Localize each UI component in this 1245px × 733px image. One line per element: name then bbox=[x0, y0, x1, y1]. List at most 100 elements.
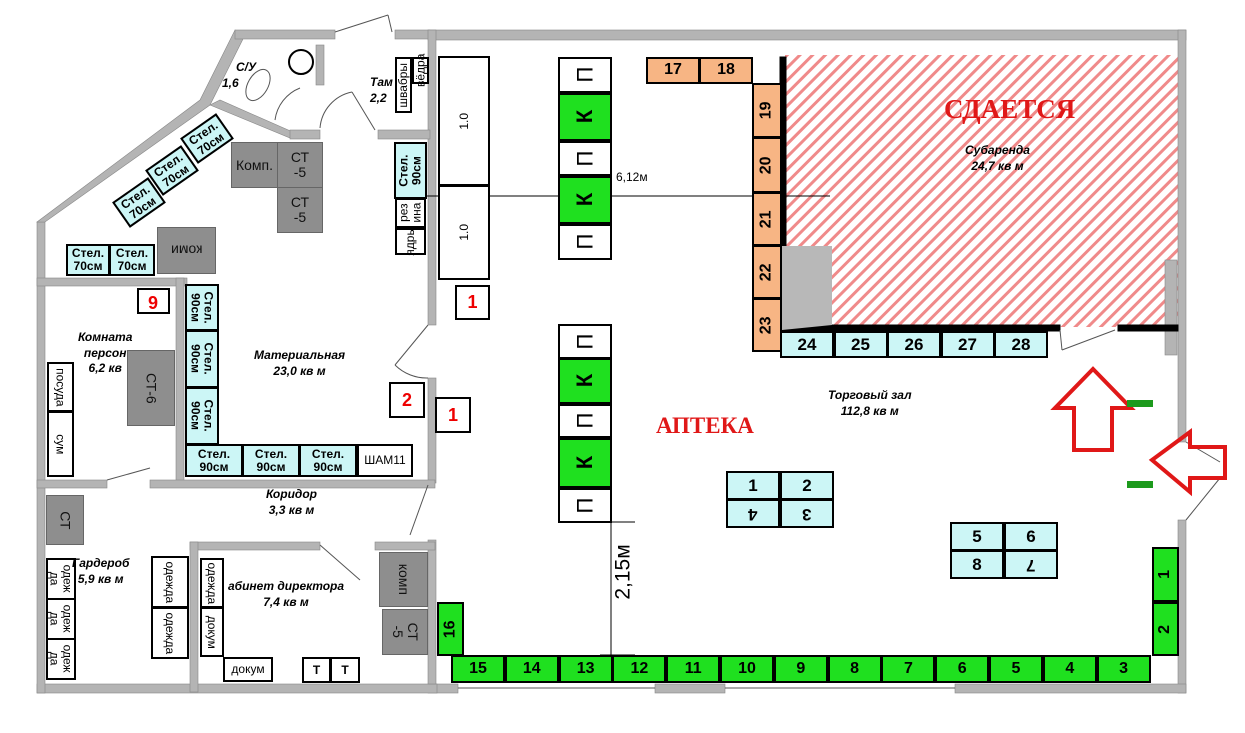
rack-orange: 19 bbox=[752, 83, 782, 138]
storage-mops: швабры bbox=[395, 57, 412, 113]
rack-70cm-label: Стел. 70см bbox=[115, 246, 149, 273]
rack-green-label: 8 bbox=[850, 659, 860, 677]
rack-70cm-label: Стел. 70см bbox=[71, 246, 105, 273]
rack-70cm: Стел. 70см bbox=[66, 244, 110, 276]
counter-shelf-label: П bbox=[572, 150, 598, 167]
island-rack: 3 bbox=[780, 499, 834, 528]
island-rack-label: 2 bbox=[802, 475, 812, 495]
fire-extinguisher-icon-label: 2 bbox=[401, 389, 412, 410]
rack-cyan-label: 24 bbox=[797, 334, 817, 354]
rack-cyan: 26 bbox=[887, 331, 941, 358]
counter-cashier-label: К bbox=[572, 374, 598, 388]
rack-cyan: 28 bbox=[994, 331, 1048, 358]
counter-shelf-label: П bbox=[572, 413, 598, 429]
rack-green-label: 9 bbox=[796, 659, 806, 677]
rack-green: 9 bbox=[773, 655, 828, 683]
desk-st6: СТ-6 bbox=[127, 350, 175, 426]
storage-clothes-label: одежда bbox=[163, 561, 178, 603]
storage-documents-label: докум bbox=[205, 615, 220, 649]
storage-documents-label: докум bbox=[231, 662, 265, 677]
pharmacy-label: АПТЕКА bbox=[656, 413, 754, 438]
rack-cyan-label: 27 bbox=[958, 334, 977, 354]
rack-90cm: Стел. 90см bbox=[185, 387, 219, 445]
for-rent-label: СДАЕТСЯ bbox=[944, 94, 1076, 124]
storage-box-label: ядры bbox=[403, 227, 418, 256]
shelf: 1.0 bbox=[438, 56, 490, 186]
rack-orange-label: 17 bbox=[664, 61, 682, 79]
rack-green-label: 14 bbox=[522, 659, 541, 677]
room-area: 5,9 кв м bbox=[77, 571, 124, 586]
room-marker-label: 6 bbox=[148, 291, 159, 312]
rack-orange-label: 19 bbox=[757, 101, 775, 120]
rack-orange: 18 bbox=[699, 57, 753, 84]
rack-90cm: Стел. 90см bbox=[185, 444, 243, 477]
island-rack: 4 bbox=[726, 499, 780, 528]
computer-desk-label: Комп. bbox=[235, 156, 274, 173]
storage-dishes-label: посуда bbox=[53, 367, 68, 407]
counter-shelf: П bbox=[558, 57, 612, 93]
counter-shelf: П bbox=[558, 324, 612, 359]
room-name: Торговый зал bbox=[828, 388, 912, 402]
storage-clothes-label: одежда bbox=[163, 612, 178, 654]
rack-green: 3 bbox=[1096, 655, 1151, 683]
storage-clothes-label: одеж да bbox=[48, 565, 75, 593]
fire-extinguisher-icon: 1 bbox=[435, 397, 471, 433]
computer-desk: коми bbox=[157, 227, 216, 274]
rack-green: 8 bbox=[827, 655, 882, 683]
fire-extinguisher-icon: 2 bbox=[389, 382, 425, 418]
rack-green: 13 bbox=[558, 655, 613, 683]
walls bbox=[36, 29, 1187, 694]
counter-cashier-label: К bbox=[572, 110, 598, 124]
rack-90cm-label: Стел. 90см bbox=[189, 342, 216, 376]
counter-cashier-label: К bbox=[572, 193, 598, 207]
counter-cashier: К bbox=[558, 93, 612, 141]
counter-shelf: П bbox=[558, 224, 612, 260]
rack-green: 10 bbox=[720, 655, 774, 683]
rack-70cm: Стел. 70см bbox=[109, 244, 155, 276]
subarenda-hatched-area bbox=[785, 55, 1178, 327]
storage-box: ядры bbox=[395, 227, 426, 256]
counter-shelf-label: П bbox=[572, 234, 598, 250]
rack-orange: 23 bbox=[752, 298, 782, 352]
computer-desk: комп bbox=[379, 552, 428, 607]
counter-shelf: П bbox=[558, 141, 612, 176]
rack-green-label: 1 bbox=[1156, 570, 1174, 579]
room-name: Гардероб bbox=[72, 556, 130, 570]
room-name: Коридор bbox=[266, 487, 317, 501]
arrow-up-icon bbox=[1050, 366, 1136, 452]
room-marker: 6 bbox=[137, 288, 170, 314]
rack-90cm-label: Стел. 90см bbox=[254, 446, 288, 474]
storage-clothes-label: одеж да bbox=[48, 645, 75, 673]
storage-clothes: одежда bbox=[151, 607, 189, 659]
rack-orange-label: 23 bbox=[757, 316, 775, 334]
rack-90cm: Стел. 90см bbox=[394, 142, 427, 199]
computer-desk-label: комп bbox=[395, 563, 412, 596]
counter-cashier-label: К bbox=[572, 456, 598, 470]
desk-st5-label: СТ -5 bbox=[389, 622, 421, 642]
room-name: Там bbox=[370, 75, 393, 89]
island-rack-label: 4 bbox=[748, 504, 758, 524]
rack-green-label: 13 bbox=[576, 659, 595, 677]
rack-green-label: 15 bbox=[469, 659, 487, 677]
rack-90cm-label: Стел. 90см bbox=[311, 446, 345, 474]
storage-mops-label: швабры bbox=[396, 62, 411, 108]
exit-signs bbox=[1127, 400, 1153, 488]
counter-shelf-label: П bbox=[572, 497, 598, 514]
desk-st5-label: СТ -5 bbox=[290, 194, 310, 225]
rack-green-label: 5 bbox=[1011, 659, 1021, 677]
rack-green-label: 7 bbox=[903, 659, 913, 677]
rack-green: 2 bbox=[1152, 602, 1179, 656]
rack-90cm-label: Стел. 90см bbox=[189, 399, 216, 433]
room-area: 2,2 bbox=[370, 90, 387, 105]
desk-st5: СТ -5 bbox=[277, 187, 323, 233]
rack-orange: 21 bbox=[752, 192, 782, 246]
counter-cashier: К bbox=[558, 438, 612, 488]
dimension-height-label: 2,15м bbox=[611, 544, 635, 600]
island-rack-label: 5 bbox=[972, 526, 982, 546]
